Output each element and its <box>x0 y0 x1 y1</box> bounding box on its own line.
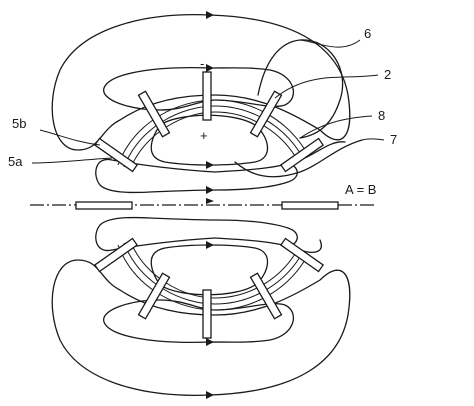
axis-slot-left <box>75 201 133 210</box>
pole-bar-far-right-top <box>279 137 325 173</box>
side-loop-right <box>214 141 346 173</box>
axis-slot-right <box>281 201 339 210</box>
side-loop-left <box>95 158 216 194</box>
label-7: 7 <box>390 132 397 147</box>
label-6: 6 <box>364 26 371 41</box>
outer-field-loop-top <box>51 14 351 151</box>
arc-band-inner <box>123 105 301 168</box>
pole-bar-right-top <box>249 90 283 138</box>
pole-bar-left-top <box>137 90 171 138</box>
label-5b: 5b <box>12 116 26 131</box>
label-2: 2 <box>384 67 391 82</box>
flow-arrow-top-4 <box>206 186 214 194</box>
pole-bar-center-top <box>202 71 212 121</box>
leader-curve-7 <box>234 139 363 178</box>
core-loop-top <box>150 114 269 166</box>
flow-arrow-top-1 <box>206 11 214 19</box>
axis-arrow <box>206 198 214 204</box>
label-5a: 5a <box>8 154 23 169</box>
leader-7 <box>361 138 385 141</box>
arc-band-outer <box>117 99 306 166</box>
leader-6 <box>299 39 361 48</box>
lower-half-group <box>51 216 351 399</box>
label-a-equals-b: A = B <box>345 182 376 197</box>
lower-return-top <box>214 163 298 191</box>
label-8: 8 <box>378 108 385 123</box>
arc-band-mid <box>129 111 296 170</box>
leader-5b <box>39 129 101 146</box>
flow-arrow-top-3 <box>206 161 214 169</box>
leader-2 <box>274 74 379 99</box>
flow-arrow-top-2 <box>206 64 214 72</box>
leader-5a <box>31 157 113 164</box>
leader-8 <box>299 115 373 139</box>
pole-bar-far-left-top <box>93 137 139 173</box>
minus-sign: - <box>200 56 204 71</box>
plus-sign: + <box>200 128 208 143</box>
